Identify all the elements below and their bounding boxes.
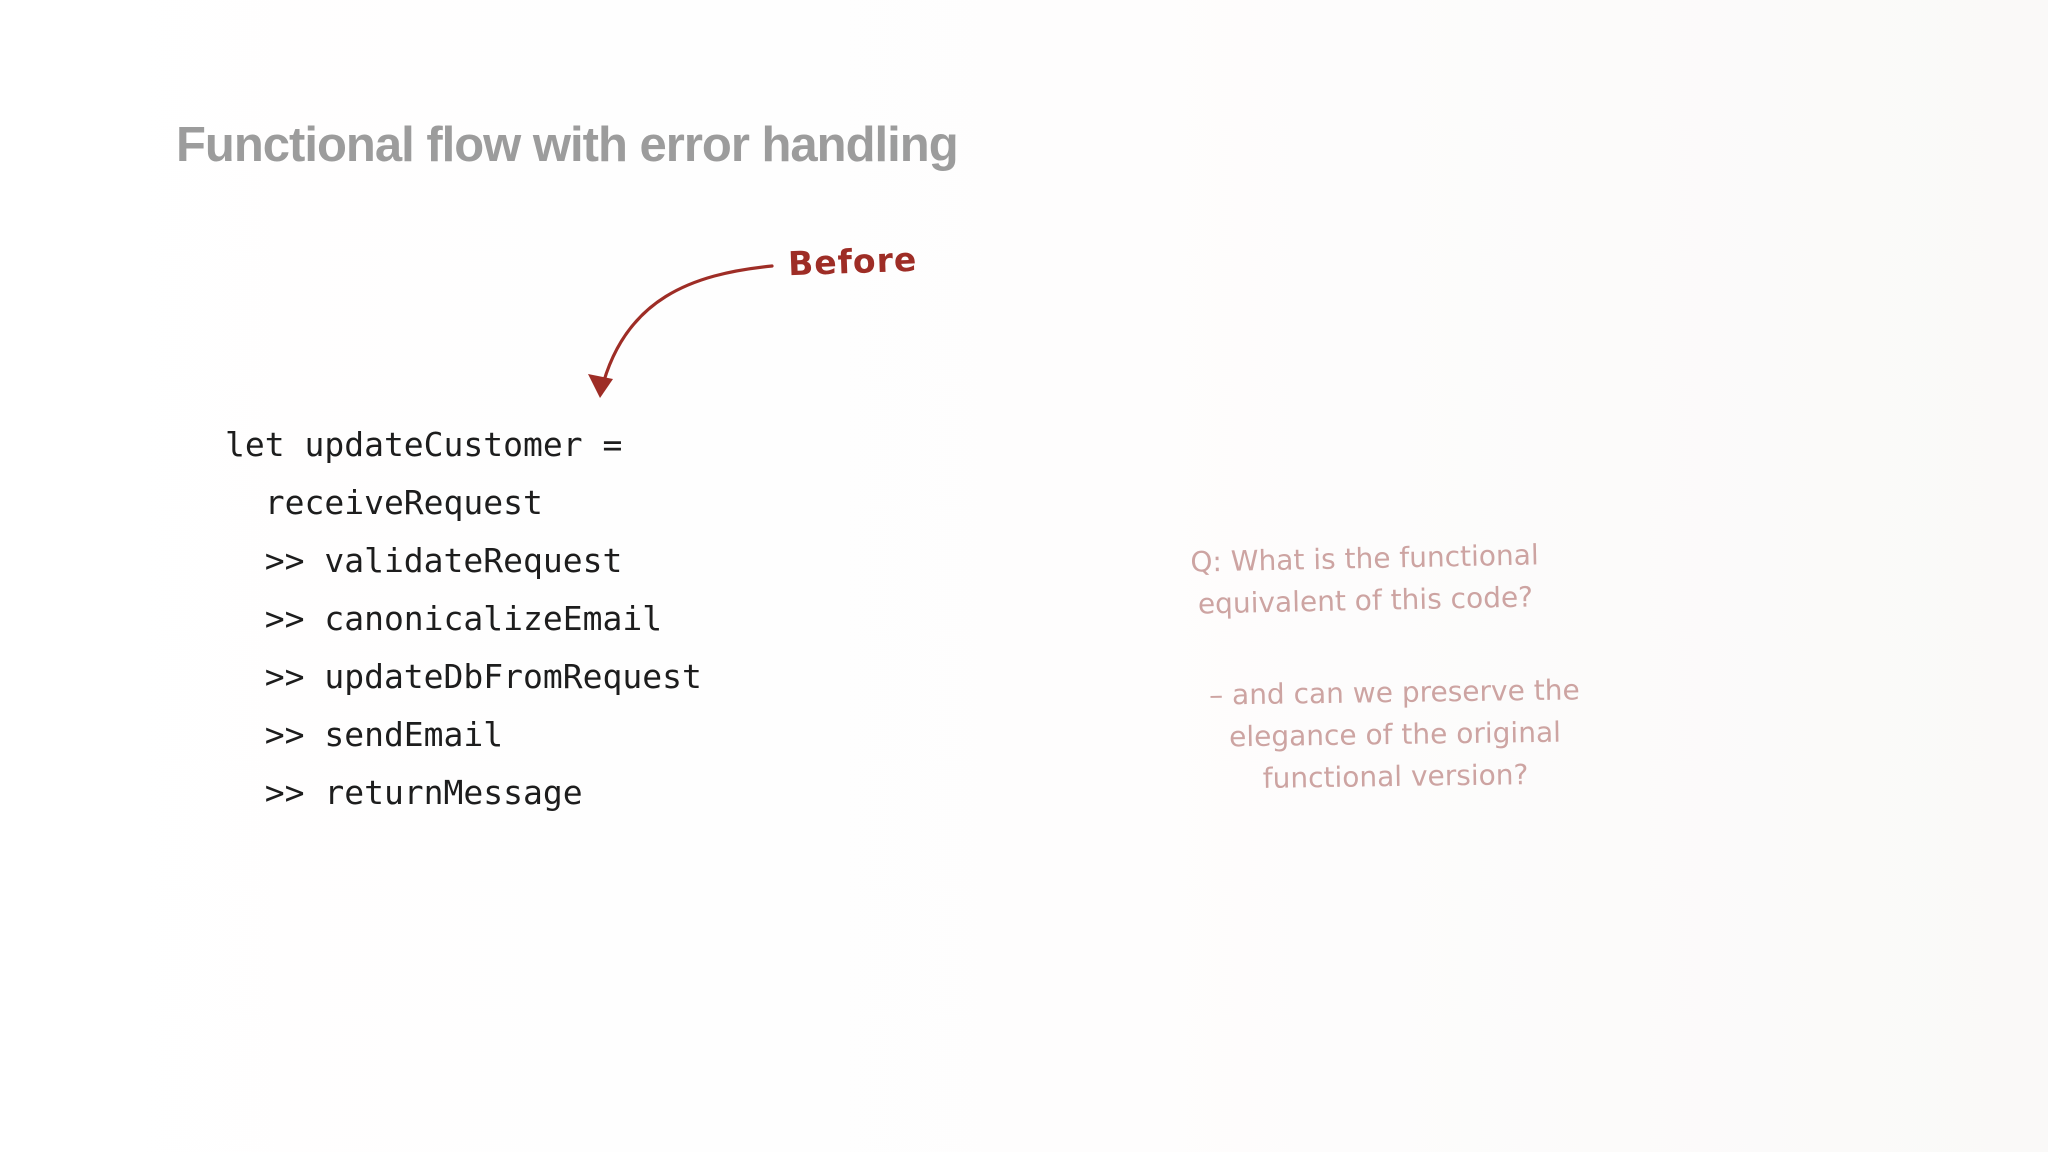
- pipeline-code-block: let updateCustomer = receiveRequest >> v…: [225, 425, 702, 812]
- before-annotation-label: Before: [787, 239, 918, 284]
- slide-title: Functional flow with error handling: [176, 117, 959, 172]
- before-arrow-curve: [601, 264, 774, 386]
- before-arrowhead-icon: [588, 374, 613, 398]
- handwritten-followup-note: – and can we preserve the elegance of th…: [1208, 673, 1580, 795]
- handwritten-question-note: Q: What is the functional equivalent of …: [1190, 538, 1539, 621]
